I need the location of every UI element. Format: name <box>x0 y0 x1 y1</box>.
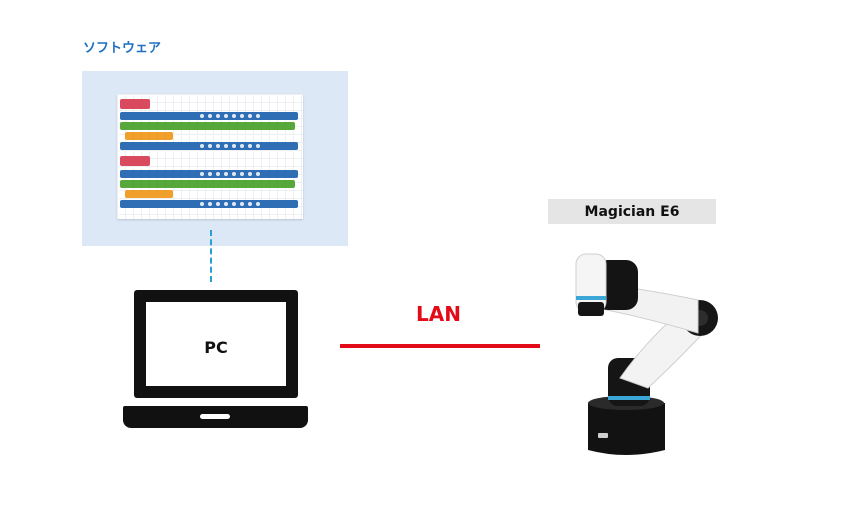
code-block-move <box>120 142 298 150</box>
robot-arm-icon <box>575 253 718 455</box>
laptop-trackpad-notch <box>200 414 230 419</box>
code-block-start <box>120 99 150 109</box>
code-block-move <box>120 170 298 178</box>
code-block-condition <box>120 122 295 130</box>
code-block-action <box>125 190 173 198</box>
pc-label: PC <box>204 338 228 357</box>
dashed-connector <box>210 230 212 282</box>
software-title: ソフトウェア <box>83 41 162 56</box>
software-screenshot <box>117 94 303 219</box>
robot-label: Magician E6 <box>584 203 680 220</box>
robot-label-box: Magician E6 <box>548 199 716 224</box>
code-block-action <box>125 132 173 140</box>
code-block-start <box>120 156 150 166</box>
code-block-move <box>120 112 298 120</box>
lan-connection-line <box>340 344 540 348</box>
code-block-move <box>120 200 298 208</box>
lan-label: LAN <box>416 302 461 326</box>
code-block-condition <box>120 180 295 188</box>
laptop-display <box>146 302 286 386</box>
